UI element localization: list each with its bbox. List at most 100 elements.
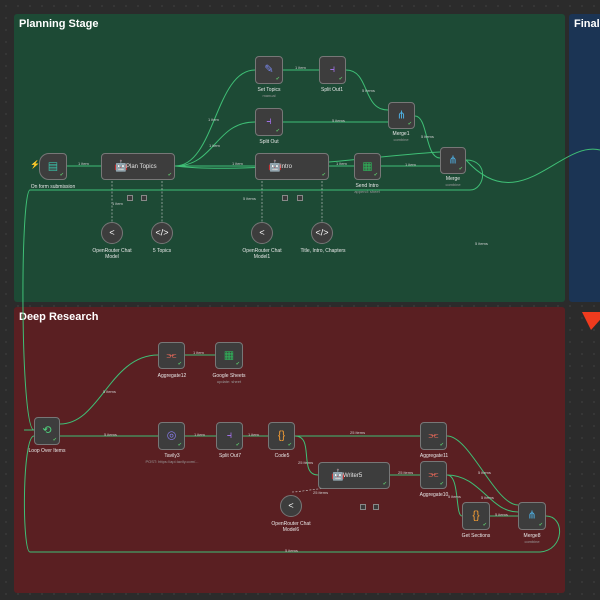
edge-label: 25 items — [350, 430, 366, 435]
node-plan-topics[interactable]: 🤖 Plan Topics ✔ — [101, 153, 175, 180]
edge-label: 5 items — [104, 432, 117, 437]
sticky-title: Planning Stage — [19, 18, 99, 30]
robot-icon: 🤖 — [268, 160, 282, 172]
node-google-sheets[interactable]: ▦ ✔ — [215, 342, 243, 369]
sticky-title: Finaliz — [574, 18, 600, 30]
node-openrouter-chat-model1[interactable]: < — [251, 222, 273, 244]
edge-label: 5 items — [475, 241, 488, 246]
edge-label: 1 item — [232, 161, 243, 166]
success-check-icon: ✔ — [439, 442, 444, 448]
sticky-finalize[interactable]: Finaliz — [569, 14, 600, 302]
node-label: Split Out1 — [321, 87, 343, 93]
pencil-icon: ✎ — [264, 63, 274, 76]
success-check-icon: ✔ — [167, 172, 172, 178]
node-label: OpenRouter Chat Model1 — [242, 248, 282, 260]
node-label: Aggregate12 — [157, 373, 187, 379]
node-label: Merge1 — [392, 131, 410, 137]
aggregate-icon: ⫘ — [428, 468, 439, 481]
node-code5[interactable]: {} ✔ — [268, 422, 295, 450]
edge-label: 1 item — [193, 350, 204, 355]
add-subnode-button[interactable] — [141, 195, 147, 201]
success-check-icon: ✔ — [458, 166, 463, 172]
node-aggregate11[interactable]: ⫘ ✔ — [420, 422, 447, 450]
node-merge[interactable]: ⋔ ✔ — [440, 147, 466, 174]
sticky-title: Deep Research — [19, 311, 99, 323]
node-label: Send Intro — [355, 183, 379, 189]
node-label: Merge — [445, 176, 461, 182]
add-subnode-button[interactable] — [360, 504, 366, 510]
node-subtitle: POST: https://api.tavily.com/... — [145, 459, 199, 464]
node-aggregate12[interactable]: ⫘ ✔ — [158, 342, 185, 369]
node-subtitle: combine — [445, 182, 461, 187]
openrouter-icon: < — [288, 500, 294, 511]
node-loop-over-items[interactable]: ⟲ ✔ — [34, 417, 60, 445]
node-openrouter-chat-model[interactable]: < — [101, 222, 123, 244]
edge-label: 25 items — [313, 490, 329, 495]
node-on-form-submission[interactable]: ▤ ✔ — [39, 153, 67, 180]
node-subtitle: manual — [262, 93, 276, 98]
success-check-icon: ✔ — [287, 442, 292, 448]
success-check-icon: ✔ — [382, 481, 387, 487]
node-label: Set Topics — [257, 87, 281, 93]
success-check-icon: ✔ — [177, 442, 182, 448]
node-label: Tavily3 — [164, 453, 180, 459]
success-check-icon: ✔ — [235, 361, 240, 367]
globe-icon: ◎ — [166, 429, 177, 442]
node-label: On form submission — [30, 184, 76, 190]
edge-label: 1 item — [112, 201, 123, 206]
edge-label: 25 items — [398, 470, 414, 475]
node-split-out[interactable]: ⫞ ✔ — [255, 108, 283, 136]
node-label: Intro — [280, 163, 293, 170]
node-label: Aggregate10 — [419, 492, 449, 498]
node-label: OpenRouter Chat Model — [92, 248, 132, 260]
node-set-topics[interactable]: ✎ ✔ — [255, 56, 283, 84]
success-check-icon: ✔ — [407, 121, 412, 127]
node-merge1[interactable]: ⋔ ✔ — [388, 102, 415, 129]
node-openrouter-chat-model6[interactable]: < — [280, 495, 302, 517]
node-get-sections[interactable]: {} ✔ — [462, 502, 490, 530]
form-icon: ▤ — [47, 160, 59, 172]
edge-label: 5 items — [332, 118, 345, 123]
node-merge8[interactable]: ⋔ ✔ — [518, 502, 546, 530]
add-subnode-button[interactable] — [373, 504, 379, 510]
success-check-icon: ✔ — [373, 172, 378, 178]
add-subnode-button[interactable] — [282, 195, 288, 201]
node-aggregate10[interactable]: ⫘ ✔ — [420, 461, 447, 489]
node-split-out1[interactable]: ⫞ ✔ — [319, 56, 346, 84]
node-split-out7[interactable]: ⫞ ✔ — [216, 422, 243, 450]
sticky-deep-research[interactable]: Deep Research — [14, 307, 565, 593]
node-label: Title, Intro, Chapters — [300, 248, 346, 254]
openrouter-icon: < — [259, 227, 265, 238]
success-check-icon: ✔ — [177, 361, 182, 367]
robot-icon: 🤖 — [331, 469, 345, 481]
edge-label: 1 item — [405, 162, 416, 167]
node-label: Aggregate11 — [419, 453, 449, 459]
node-label: Code5 — [274, 453, 290, 459]
node-label: Plan Topics — [126, 163, 157, 170]
success-check-icon: ✔ — [439, 481, 444, 487]
node-subtitle: combine — [524, 539, 540, 544]
success-check-icon: ✔ — [52, 437, 57, 443]
sheets-icon: ▦ — [362, 160, 373, 172]
edge-label: 5 items — [495, 512, 508, 517]
node-label: Merge8 — [523, 533, 541, 539]
node-subtitle: combine — [393, 137, 409, 142]
node-intro[interactable]: 🤖 Intro ✔ — [255, 153, 329, 180]
success-check-icon: ✔ — [338, 76, 343, 82]
aggregate-icon: ⫘ — [428, 429, 439, 442]
edge-label: 5 items — [421, 134, 434, 139]
node-5-topics[interactable]: </> — [151, 222, 173, 244]
sheets-icon: ▦ — [223, 349, 235, 361]
node-tavily3[interactable]: ◎ ✔ — [158, 422, 185, 450]
node-send-intro[interactable]: ▦ ✔ — [354, 153, 381, 180]
merge-icon: ⋔ — [527, 509, 537, 522]
success-check-icon: ✔ — [482, 522, 487, 528]
split-icon: ⫞ — [226, 429, 233, 442]
node-title-intro-chapters[interactable]: </> — [311, 222, 333, 244]
split-icon: ⫞ — [266, 115, 272, 128]
success-check-icon: ✔ — [235, 442, 240, 448]
node-writer5[interactable]: 🤖 Writer5 ✔ — [318, 462, 390, 489]
add-subnode-button[interactable] — [297, 195, 303, 201]
add-subnode-button[interactable] — [127, 195, 133, 201]
